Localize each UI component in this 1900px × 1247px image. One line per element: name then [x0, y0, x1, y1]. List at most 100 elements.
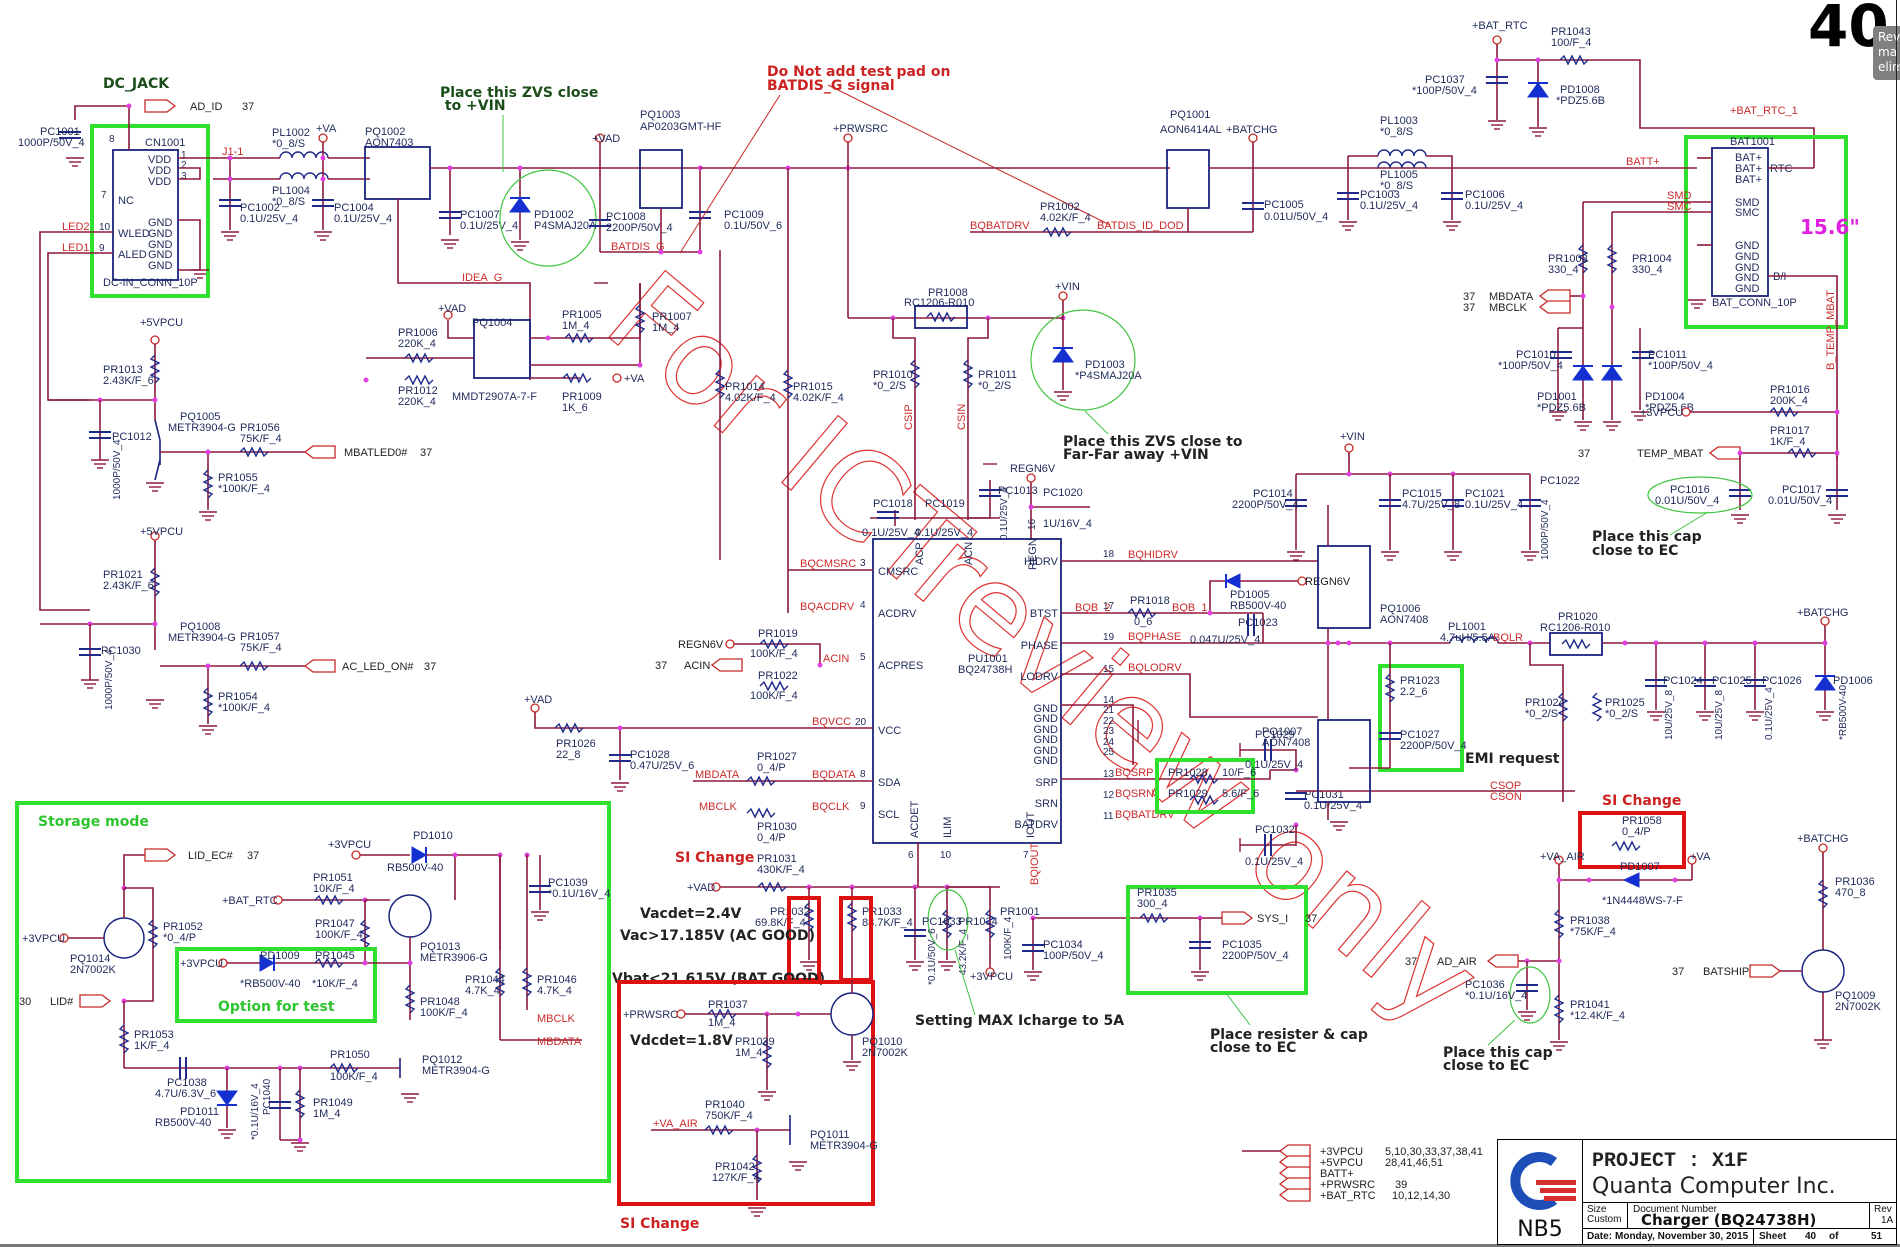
pc1002-val: 0.1U/25V_4 [240, 213, 298, 225]
pr1032-val: 69.8K/F_4 [755, 917, 806, 929]
pr1004-ref: PR1004 [1632, 253, 1672, 265]
note-emi: EMI request [1465, 751, 1560, 767]
pd1005-val: RB500V-40 [1230, 600, 1286, 612]
cn1001-ref: CN1001 [145, 137, 185, 149]
pc1016-val: 0.01U/50V_4 [1655, 495, 1719, 507]
pl1004-val: *0_8/S [272, 196, 305, 208]
pc1020-val: 1U/16V_4 [1043, 518, 1092, 530]
page-edge-right [1896, 0, 1897, 1247]
net-mbclk: MBCLK [699, 801, 738, 813]
pr1038-val: *75K/F_4 [1570, 926, 1616, 938]
net-ad-id: AD_ID [190, 101, 222, 113]
pr1038-ref: PR1038 [1570, 915, 1610, 927]
cn1001-pin-wled: WLED [118, 228, 150, 240]
pr1020-val: RC1206-R010 [1540, 622, 1610, 634]
pu1001-ref: PU1001 [968, 653, 1008, 665]
pr1008-val: RC1206-R010 [904, 297, 974, 309]
pc1005-ref: PC1005 [1264, 199, 1304, 211]
net-mbdata: MBDATA [1489, 291, 1534, 303]
pd1011-val: RB500V-40 [155, 1117, 211, 1129]
note-line: to +VIN [440, 98, 506, 114]
pr1035-val: 300_4 [1137, 898, 1168, 910]
pc1032-ref: PC1032 [1255, 824, 1295, 836]
pr1042-val: 127K/F_4 [712, 1172, 760, 1184]
pc1028-ref: PC1028 [630, 749, 670, 761]
pd1005-ref: PD1005 [1230, 589, 1270, 601]
net-regn6v: REGN6V [678, 639, 724, 651]
net-prwsrc: +PRWSRC [833, 123, 888, 135]
pr1005-val: 1M_4 [562, 320, 590, 332]
size-value: Custom [1587, 1214, 1622, 1225]
pr1043-ref: PR1043 [1551, 26, 1591, 38]
cn1001-pin-gnd: GND [148, 249, 173, 261]
pr1040-ref: PR1040 [705, 1099, 745, 1111]
si-change-label: SI Change [675, 850, 754, 866]
pc1031-val: 0.1U/25V_4 [1304, 800, 1362, 812]
size-label: 15.6" [1800, 215, 1860, 239]
pc1039-ref: PC1039 [548, 877, 588, 889]
pr1012-val: 220K_4 [398, 396, 436, 408]
pin-num: 14 [1103, 695, 1115, 706]
pin-num: 1 [181, 150, 187, 161]
pc1030-ref: PC1030 [101, 645, 141, 657]
pr1007-ref: PR1007 [652, 311, 692, 323]
pr1020-ref: PR1020 [1558, 611, 1598, 623]
net-bqhidrv: BQHIDRV [1128, 549, 1179, 561]
pr1019-val: 100K/F_4 [750, 648, 798, 660]
net-mbclk: MBCLK [1489, 302, 1528, 314]
pr1009-ref: PR1009 [562, 391, 602, 403]
pc1037-ref: PC1037 [1425, 74, 1465, 86]
pr1049-ref: PR1049 [313, 1097, 353, 1109]
pr1039-ref: PR1039 [735, 1036, 775, 1048]
net-bat-rtc-1: +BAT_RTC_1 [1730, 105, 1798, 117]
pd1006-ref: PD1006 [1833, 675, 1873, 687]
pc1025-ref: PC1025 [1712, 675, 1752, 687]
pin-num: 6 [908, 850, 914, 861]
pu1001-left-pins: CMSRC ACDRV ACPRES VCC SDA SCL 3 4 5 20 … [855, 558, 923, 821]
pc1028-val: 0.47U/25V_6 [630, 760, 694, 772]
pc1030-val: 1000P/50V_4 [104, 649, 115, 710]
net-vad: +VAD [687, 882, 715, 894]
pr1045-ref: PR1045 [315, 950, 355, 962]
pc1004-ref: PC1004 [334, 202, 374, 214]
pr1051-val: 10K/F_4 [313, 883, 355, 895]
pin-num: 18 [1103, 549, 1115, 560]
cn1001-pin-vdd2: VDD [148, 165, 171, 177]
pq1008-val: METR3904-G [168, 632, 236, 644]
pin-num: 9 [860, 801, 866, 812]
pq1007-ref: PQ1007 [1262, 726, 1302, 738]
pr1014-val: 4.02K/F_4 [725, 392, 776, 404]
pd1009-ref: PD1009 [260, 950, 300, 962]
pd1007-val: *1N4448WS-7-F [1602, 895, 1683, 907]
pc1018-ref: PC1018 [873, 498, 913, 510]
pq1010-val: 2N7002K [862, 1047, 909, 1059]
pq1001-val: AON6414AL [1160, 124, 1222, 136]
pc1033-val: *0.1U/50V_6 [927, 928, 938, 985]
pc1001-ref: PC1001 [40, 126, 80, 138]
pr1015-ref: PR1015 [793, 381, 833, 393]
pq1014-ref: PQ1014 [70, 953, 110, 965]
pl1003-ref: PL1003 [1380, 115, 1418, 127]
pc1026-ref: PC1026 [1762, 675, 1802, 687]
pr1044-ref: PR1044 [465, 974, 505, 986]
si-change-box-large [617, 980, 875, 1206]
cn1001-pin-gnd: GND [148, 217, 173, 229]
pd1008-ref: PD1008 [1560, 84, 1600, 96]
pc1011-ref: PC1011 [1648, 349, 1687, 361]
pr1011-ref: PR1011 [978, 369, 1017, 381]
pc1006-val: 0.1U/25V_4 [1465, 200, 1523, 212]
pc1019-val: 0.1U/25V_4 [915, 527, 973, 539]
sheet-ref: 37 [242, 101, 254, 113]
sheet-ref: 30 [19, 996, 31, 1008]
pr1052-ref: PR1052 [163, 921, 203, 933]
pc1036-val: *0.1U/16V_4 [1465, 990, 1527, 1002]
pr1005-ref: PR1005 [562, 309, 602, 321]
pr1010-ref: PR1010 [873, 369, 913, 381]
pr1040-val: 750K/F_4 [705, 1110, 753, 1122]
note-line: Place resister & cap [1210, 1027, 1368, 1043]
pc1014-val: 2200P/50V_4 [1232, 499, 1299, 511]
logo-text: NB5 [1517, 1217, 1563, 1242]
